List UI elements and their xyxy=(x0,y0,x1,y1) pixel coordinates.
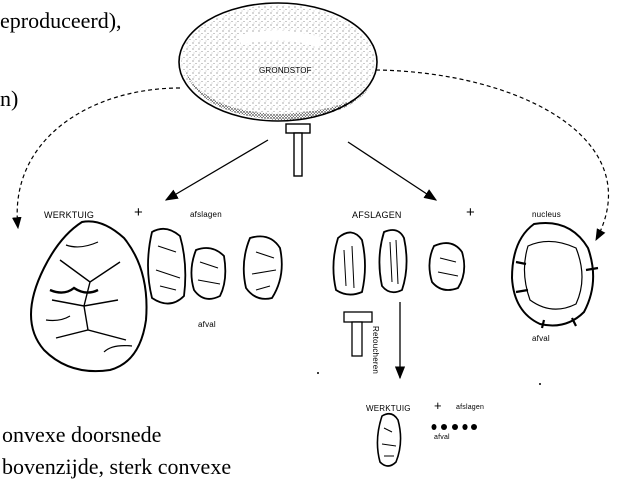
flakes-left xyxy=(148,229,282,304)
label-afval-right: afval xyxy=(532,334,550,343)
handaxe-tool xyxy=(31,221,147,371)
label-afslagen-left: afslagen xyxy=(190,210,222,219)
core-nucleus xyxy=(512,223,598,328)
label-afslagen-bottom: afslagen xyxy=(456,404,484,411)
dashed-curve-right xyxy=(376,70,608,240)
plus-right: + xyxy=(466,204,475,221)
label-afval-bottom: afval xyxy=(434,434,450,441)
label-werktuig-bottom: WERKTUIG xyxy=(366,404,411,413)
arrow-to-tool xyxy=(166,140,268,200)
small-tool xyxy=(377,414,400,466)
small-hammer-icon xyxy=(344,312,372,356)
flakes-right xyxy=(333,230,464,295)
plus-left: + xyxy=(134,204,143,221)
waste-chips xyxy=(432,424,478,430)
arrow-to-flakes xyxy=(348,142,436,200)
plus-bottom: + xyxy=(434,398,442,413)
label-afslagen-right: AFSLAGEN xyxy=(352,210,402,220)
label-werktuig-left: WERKTUIG xyxy=(44,210,94,220)
label-nucleus: nucleus xyxy=(532,210,561,219)
raw-stone xyxy=(179,3,377,121)
label-afval-left: afval xyxy=(198,320,216,329)
label-grondstof: GRONDSTOF xyxy=(259,66,312,75)
hammer-icon xyxy=(286,124,310,176)
dashed-curve-left xyxy=(17,88,180,228)
label-retoucheren: Retoucheren xyxy=(371,326,380,374)
